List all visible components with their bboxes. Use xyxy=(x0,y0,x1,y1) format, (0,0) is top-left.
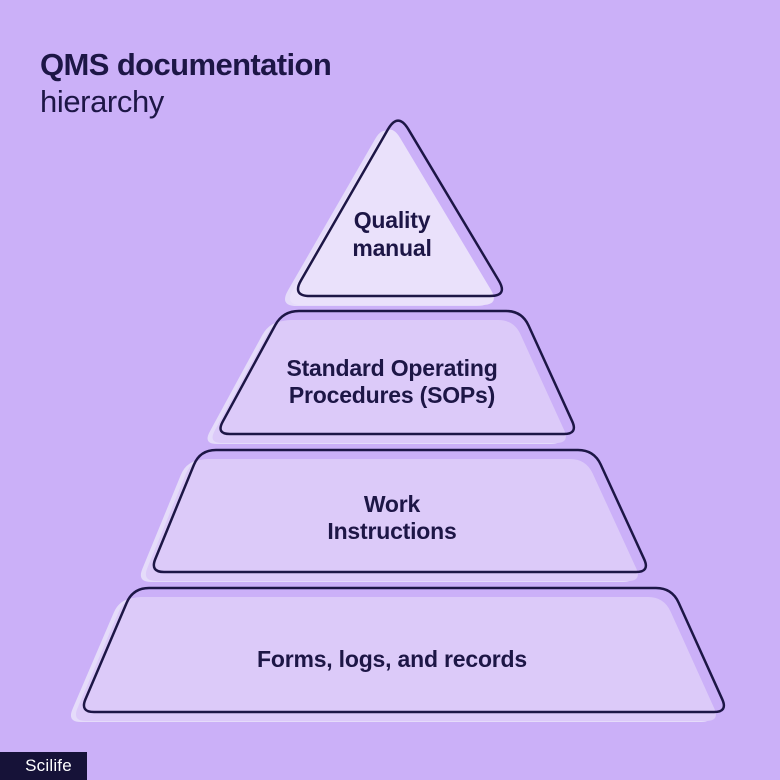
level-1-label-line-2: manual xyxy=(352,235,432,261)
page-title: QMS documentation hierarchy xyxy=(40,46,332,120)
level-1-label-line-1: Quality xyxy=(353,207,431,233)
level-2-label-line-1: Standard Operating xyxy=(286,355,498,381)
page-title-light: hierarchy xyxy=(40,84,164,119)
page-title-bold: QMS documentation xyxy=(40,47,332,82)
level-3-label-line-1: Work xyxy=(363,491,421,517)
level-3-label-line-2: Instructions xyxy=(327,518,457,544)
level-2-label-line-2: Procedures (SOPs) xyxy=(288,382,496,408)
level-1-label: Quality manual xyxy=(292,206,492,262)
level-3-label: Work Instructions xyxy=(272,491,512,545)
level-2-label: Standard Operating Procedures (SOPs) xyxy=(232,355,552,409)
level-4-label: Forms, logs, and records xyxy=(192,645,592,673)
scilife-logo-badge: Scilife xyxy=(0,752,87,780)
level-4-label-line-1: Forms, logs, and records xyxy=(257,646,527,672)
scilife-logo-text: Scilife xyxy=(25,756,72,775)
